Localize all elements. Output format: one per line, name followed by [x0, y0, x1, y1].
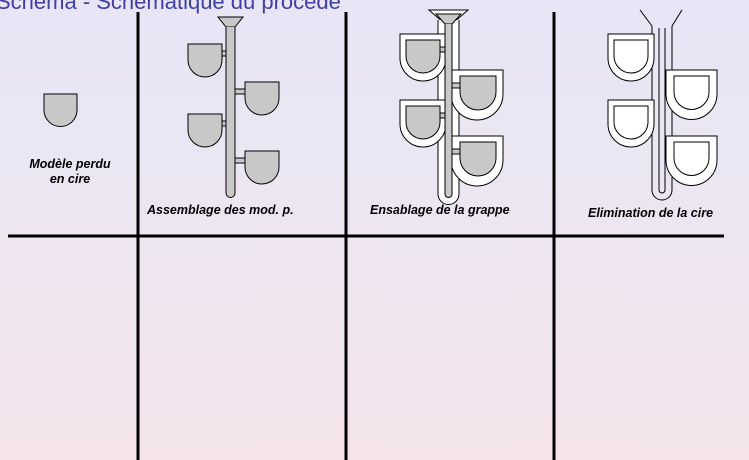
hollow-funnel-right: [671, 9, 683, 27]
coated-model-3: [405, 105, 441, 140]
caption-stage-2: Assemblage des mod. p.: [147, 203, 294, 217]
coated-gate-1: [439, 46, 446, 53]
caption-stage-1-line-1: Modèle perdu: [29, 157, 111, 171]
wax-model-icon: [43, 93, 78, 127]
hollow-cavity-3: [613, 105, 649, 140]
sprue-funnel: [216, 16, 245, 28]
hollow-mould: [607, 9, 718, 201]
coated-gate-2: [451, 82, 461, 89]
hollow-cavity-4: [673, 141, 710, 176]
coated-stem: [444, 24, 453, 198]
gate-1: [221, 50, 227, 57]
wax-tree-assembly: [187, 16, 280, 198]
coated-model-2: [459, 75, 497, 111]
wax-model-1: [187, 43, 223, 78]
sprue-stem: [225, 27, 236, 198]
coated-wax-tree: [399, 9, 504, 205]
wax-model-4: [244, 150, 280, 185]
hollow-cavity-2: [673, 75, 710, 110]
caption-stage-4: Elimination de la cire: [588, 206, 714, 220]
diagram-title: Schéma - Schématique du procédé: [0, 0, 341, 14]
caption-stage-1-line-2: en cire: [49, 172, 91, 186]
hollow-cavity-1: [613, 39, 649, 74]
coated-gate-4: [451, 148, 461, 155]
coated-gate-3: [439, 112, 446, 119]
caption-stage-1: Modèle perdu en cire: [22, 157, 118, 187]
gate-4: [234, 157, 246, 164]
hollow-funnel-left: [639, 9, 653, 27]
coated-model-1: [405, 39, 441, 74]
caption-stage-3: Ensablage de la grappe: [370, 203, 510, 217]
gate-3: [221, 120, 227, 127]
wax-model-3: [187, 113, 223, 148]
hollow-stem-inner: [658, 28, 666, 194]
hollow-stem: [651, 26, 673, 201]
wax-model-2: [244, 81, 280, 116]
table-grid: [8, 12, 724, 460]
gate-2: [234, 88, 246, 95]
coated-model-4: [459, 141, 497, 177]
